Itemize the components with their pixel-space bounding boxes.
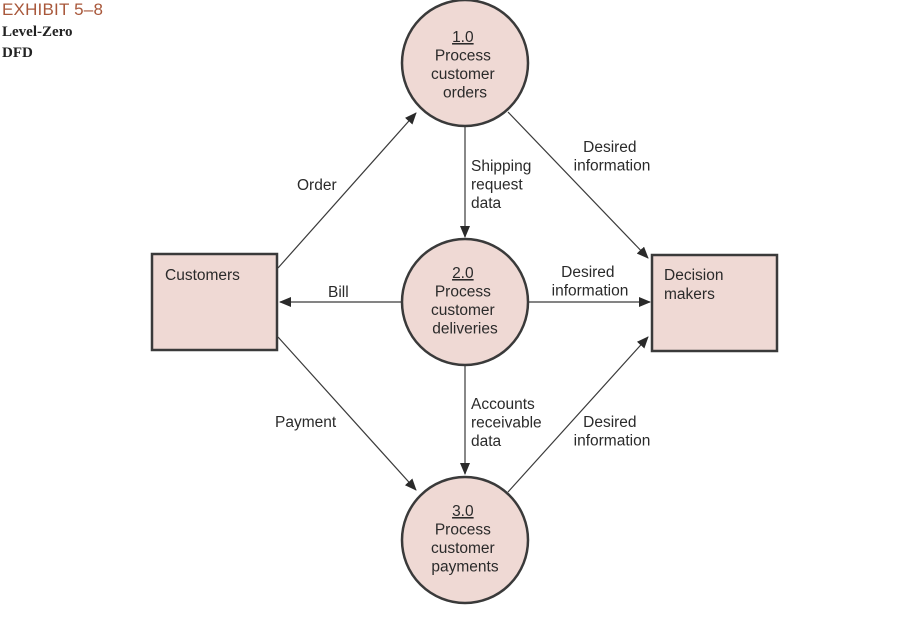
exhibit-subtitle-line-2: DFD	[2, 45, 33, 61]
flow-shipping-label: Shipping request data	[471, 158, 536, 212]
customers-entity-box	[150, 252, 279, 352]
flow-payment-arrow	[277, 336, 417, 491]
flow-accounts-label: Accounts receivable data	[471, 396, 546, 450]
process-3-circle	[400, 475, 530, 605]
decision-makers-entity-label: Decision makers	[664, 267, 728, 303]
process-1-circle	[400, 0, 530, 128]
flow-order-label: Order	[297, 177, 337, 194]
customers-entity-label: Customers	[165, 267, 240, 284]
flow-order-arrow	[277, 112, 417, 269]
flow-desired1-arrow	[507, 111, 649, 259]
flow-desired2-label: Desired information	[552, 264, 629, 300]
flow-desired1-label: Desired information	[574, 139, 651, 175]
flow-bill-label: Bill	[328, 284, 349, 301]
process-2-label: 2.0 Process customer deliveries	[431, 265, 499, 338]
flow-payment-label: Payment	[275, 414, 337, 431]
process-3-label: 3.0 Process customer payments	[431, 503, 499, 576]
exhibit-subtitle-line-1: Level-Zero	[2, 24, 73, 40]
exhibit-title: EXHIBIT 5–8	[2, 0, 104, 19]
flow-desired3-arrow	[507, 336, 649, 493]
exhibit-subtitle: Level-Zero DFD	[2, 22, 73, 64]
process-1-label: 1.0 Process customer orders	[431, 29, 499, 102]
decision-makers-entity-box	[650, 253, 779, 353]
process-2-circle	[400, 237, 530, 367]
flow-desired3-label: Desired information	[574, 414, 651, 450]
